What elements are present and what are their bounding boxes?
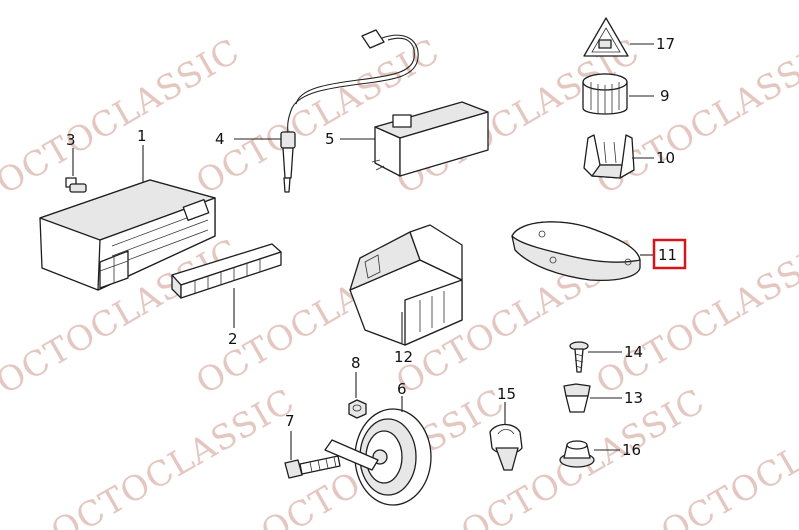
part-13-nut-clip[interactable] <box>563 383 591 413</box>
part-7-bolt[interactable] <box>284 455 341 479</box>
callout-7[interactable]: 7 <box>285 412 295 430</box>
part-12-bracket-holder[interactable] <box>349 224 463 346</box>
part-4-sensor[interactable] <box>280 29 419 193</box>
part-2-button-strip[interactable] <box>171 243 282 299</box>
callout-12[interactable]: 12 <box>394 348 413 366</box>
callout-16[interactable]: 16 <box>622 441 641 459</box>
callout-17[interactable]: 17 <box>656 35 675 53</box>
part-15-cable-clip[interactable] <box>489 423 523 471</box>
callout-3[interactable]: 3 <box>66 131 76 149</box>
part-3-bulb[interactable] <box>65 177 87 193</box>
callout-11[interactable]: 11 <box>658 246 677 264</box>
part-17-warning-label[interactable] <box>583 17 629 57</box>
callout-5[interactable]: 5 <box>325 130 335 148</box>
part-11-cover-plate[interactable] <box>511 221 641 282</box>
callout-6[interactable]: 6 <box>397 380 407 398</box>
callout-9[interactable]: 9 <box>660 87 670 105</box>
callout-13[interactable]: 13 <box>624 389 643 407</box>
part-9-connector[interactable] <box>582 73 628 115</box>
part-1-control-unit[interactable] <box>39 179 216 291</box>
highlight-box <box>652 238 687 270</box>
part-16-flange-nut[interactable] <box>559 440 595 468</box>
watermark: OCTOCLASSIC <box>45 381 302 530</box>
part-5-relay-module[interactable] <box>371 101 489 177</box>
callout-2[interactable]: 2 <box>228 330 238 348</box>
part-8-nut[interactable] <box>348 399 367 419</box>
callout-14[interactable]: 14 <box>624 343 643 361</box>
callout-4[interactable]: 4 <box>215 130 225 148</box>
part-10-bracket[interactable] <box>583 134 635 179</box>
callout-8[interactable]: 8 <box>351 354 361 372</box>
callout-15[interactable]: 15 <box>497 385 516 403</box>
callout-1[interactable]: 1 <box>137 127 147 145</box>
callout-10[interactable]: 10 <box>656 149 675 167</box>
part-6-horn[interactable] <box>324 408 432 506</box>
part-14-screw[interactable] <box>569 341 589 373</box>
